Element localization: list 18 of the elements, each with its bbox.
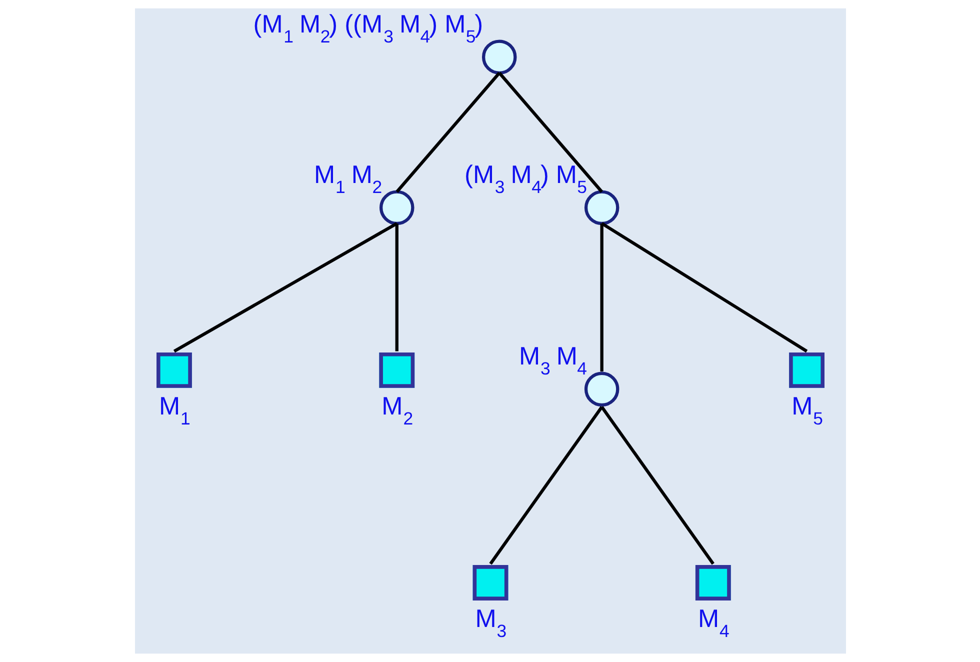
node-label: M$_{5}$	[791, 392, 822, 428]
connector	[394, 223, 398, 352]
node-label: M$_{1}$ M$_{2}$	[314, 160, 382, 197]
node-label: M$_{4}$	[697, 605, 729, 642]
connector	[600, 406, 714, 565]
node-label: M$_{2}$	[381, 392, 413, 428]
node-label: M$_{1}$	[158, 392, 190, 428]
connector	[600, 223, 603, 372]
node-label: (M$_{1}$ M$_{2}$) ((M$_{3}$ M$_{4}$) M$_{5}$)	[252, 10, 483, 46]
connector	[498, 72, 603, 193]
connector	[395, 72, 500, 193]
connector	[488, 406, 603, 565]
node-label: M$_{3}$	[474, 605, 506, 642]
node-circle	[481, 40, 516, 74]
connector	[172, 222, 398, 353]
connector	[600, 222, 808, 353]
node-label: (M$_{3}$ M$_{4}$) M$_{5}$	[464, 160, 587, 197]
node-label: M$_{3}$ M$_{4}$	[518, 342, 587, 379]
